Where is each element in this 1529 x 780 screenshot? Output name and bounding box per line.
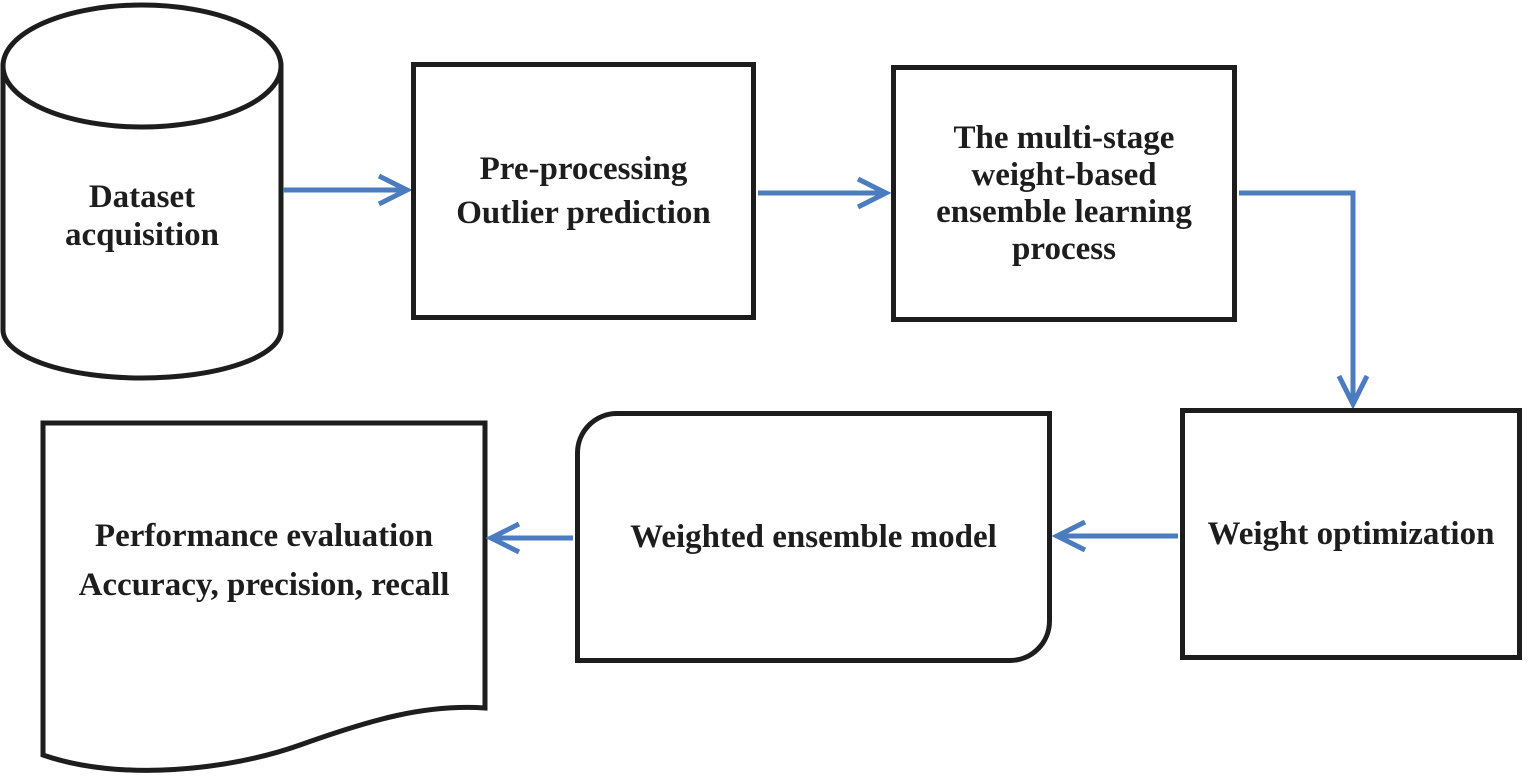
arrow-weight-optimization-to-weighted-model (1051, 519, 1178, 553)
arrow-elbow-shaft (1239, 190, 1356, 401)
label-line: weight-based (971, 156, 1157, 193)
cylinder-top-ellipse (0, 2, 284, 130)
arrowhead-left-icon (1051, 519, 1087, 553)
weight-optimization-box: Weight optimization (1180, 408, 1522, 660)
arrowhead-down-icon (1336, 374, 1370, 410)
arrowhead-left-icon (485, 521, 521, 555)
label-line: Weight optimization (1207, 516, 1495, 552)
preprocessing-box: Pre-processing Outlier prediction (411, 62, 756, 320)
label-line: The multi-stage (953, 119, 1175, 156)
ensemble-process-label: The multi-stage weight-based ensemble le… (936, 120, 1192, 268)
ensemble-process-box: The multi-stage weight-based ensemble le… (891, 65, 1237, 322)
label-line: Performance evaluation (94, 518, 434, 554)
label-line: Dataset (88, 179, 196, 215)
label-line: Weighted ensemble model (630, 519, 997, 555)
arrow-dataset-to-preprocessing (283, 173, 413, 207)
label-line: ensemble learning (936, 193, 1192, 230)
label-line: process (1012, 230, 1116, 267)
arrow-weighted-model-to-performance (485, 521, 573, 555)
arrow-preprocessing-to-ensemble (758, 176, 892, 210)
label-line: Outlier prediction (456, 195, 711, 231)
label-line: Pre-processing (479, 151, 688, 187)
dataset-acquisition-label: Dataset acquisition (3, 178, 281, 254)
performance-evaluation-label: Performance evaluation Accuracy, precisi… (43, 512, 485, 610)
cylinder-body (0, 63, 284, 381)
dataset-cylinder-shape (0, 2, 284, 381)
weighted-model-label: Weighted ensemble model (630, 517, 997, 557)
weighted-model-box: Weighted ensemble model (575, 411, 1052, 663)
label-line: acquisition (64, 217, 220, 253)
arrowhead-right-icon (856, 176, 892, 210)
preprocessing-label: Pre-processing Outlier prediction (456, 147, 711, 235)
arrow-ensemble-to-weight-optimization (1239, 190, 1370, 410)
weight-optimization-label: Weight optimization (1208, 514, 1495, 554)
label-line: Accuracy, precision, recall (78, 567, 450, 603)
performance-document-shape (40, 420, 488, 773)
arrowhead-right-icon (377, 173, 413, 207)
